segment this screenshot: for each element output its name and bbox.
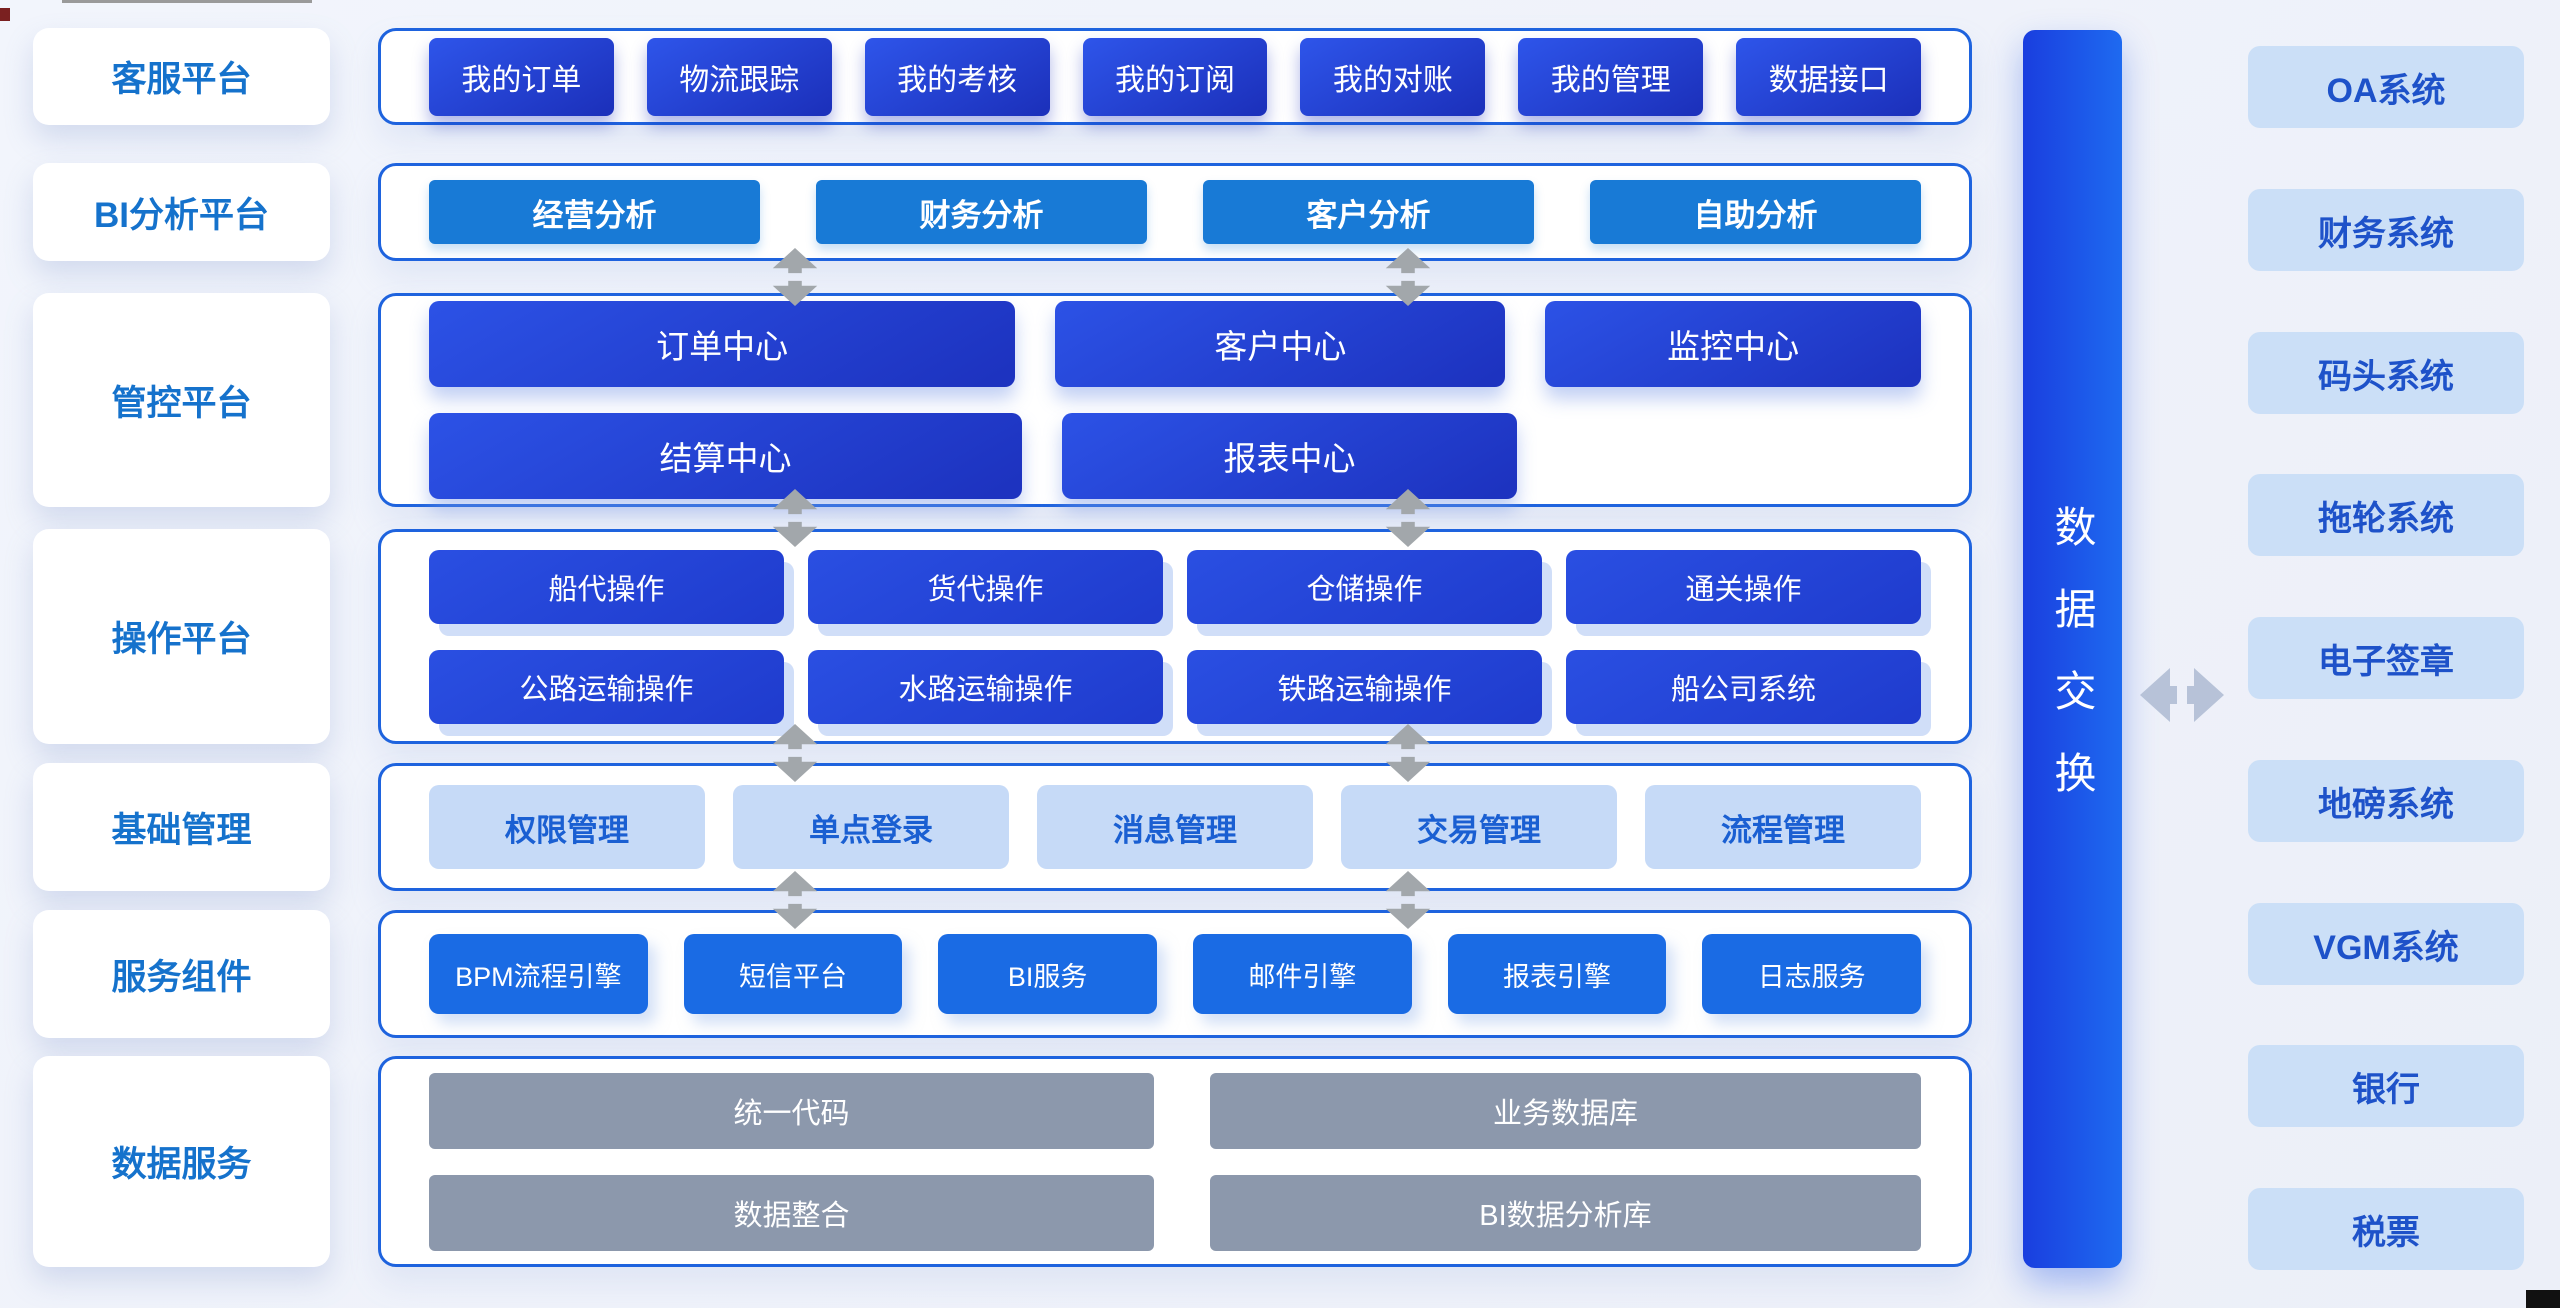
external-box-terminal-system: 码头系统 (2248, 332, 2524, 414)
box-freight-forwarding-ops: 货代操作 (808, 549, 1163, 624)
external-box-vgm-system: VGM系统 (2248, 903, 2524, 985)
vertical-double-arrow-icon (1384, 724, 1432, 782)
panel-data-service: 统一代码 业务数据库 数据整合 BI数据分析库 (378, 1056, 1972, 1267)
box-warehouse-ops: 仓储操作 (1187, 549, 1542, 624)
screen-artifact (0, 8, 10, 21)
box-customs-ops: 通关操作 (1566, 549, 1921, 624)
box-data-integration: 数据整合 (429, 1174, 1154, 1251)
box-ship-agency-ops: 船代操作 (429, 549, 784, 624)
box-business-database: 业务数据库 (1209, 1072, 1921, 1149)
sidebar-item-bi-analysis-platform: BI分析平台 (33, 163, 330, 261)
box-unified-code: 统一代码 (429, 1072, 1154, 1149)
data-exchange-bar: 数据交换 (2023, 30, 2122, 1268)
box-bi-service: BI服务 (938, 934, 1158, 1014)
box-bi-analysis-database: BI数据分析库 (1209, 1174, 1921, 1251)
box-report-engine: 报表引擎 (1447, 934, 1667, 1014)
external-box-e-signature: 电子签章 (2248, 617, 2524, 699)
box-mail-engine: 邮件引擎 (1193, 934, 1412, 1014)
sidebar-item-control-platform: 管控平台 (33, 293, 330, 507)
box-shipping-company-system: 船公司系统 (1566, 649, 1921, 724)
sidebar-item-service-components: 服务组件 (33, 910, 330, 1038)
external-box-tax-invoice: 税票 (2248, 1188, 2524, 1270)
box-customer-analysis: 客户分析 (1203, 180, 1534, 244)
box-log-service: 日志服务 (1702, 934, 1922, 1014)
panel-operation: 船代操作 货代操作 仓储操作 通关操作 公路运输操作 水路运输操作 铁路运输操作… (378, 529, 1972, 744)
sidebar-item-customer-service-platform: 客服平台 (33, 28, 330, 125)
box-rail-transport-ops: 铁路运输操作 (1187, 649, 1542, 724)
box-selfservice-analysis: 自助分析 (1590, 180, 1921, 244)
box-logistics-tracking: 物流跟踪 (646, 37, 832, 116)
external-box-finance-system: 财务系统 (2248, 189, 2524, 271)
box-settlement-center: 结算中心 (429, 413, 1022, 499)
box-process-mgmt: 流程管理 (1645, 785, 1921, 869)
box-single-sign-on: 单点登录 (733, 785, 1009, 869)
vertical-double-arrow-icon (1384, 248, 1432, 306)
panel-customer-service: 我的订单 物流跟踪 我的考核 我的订阅 我的对账 我的管理 数据接口 (378, 28, 1972, 125)
box-my-assessment: 我的考核 (864, 37, 1050, 116)
box-road-transport-ops: 公路运输操作 (429, 649, 784, 724)
external-box-oa-system: OA系统 (2248, 46, 2524, 128)
external-box-weighbridge-system: 地磅系统 (2248, 760, 2524, 842)
box-sms-platform: 短信平台 (683, 934, 903, 1014)
box-message-mgmt: 消息管理 (1037, 785, 1313, 869)
box-order-center: 订单中心 (429, 301, 1016, 387)
sidebar-item-data-service: 数据服务 (33, 1056, 330, 1267)
box-finance-analysis: 财务分析 (816, 180, 1147, 244)
panel-bi-analysis: 经营分析 财务分析 客户分析 自助分析 (378, 163, 1972, 261)
box-my-management: 我的管理 (1518, 37, 1704, 116)
box-permission-mgmt: 权限管理 (429, 785, 705, 869)
box-my-reconciliation: 我的对账 (1300, 37, 1486, 116)
box-water-transport-ops: 水路运输操作 (808, 649, 1163, 724)
vertical-double-arrow-icon (1384, 871, 1432, 929)
box-data-interface: 数据接口 (1736, 37, 1922, 116)
panel-basic-management: 权限管理 单点登录 消息管理 交易管理 流程管理 (378, 763, 1972, 891)
sidebar-item-basic-management: 基础管理 (33, 763, 330, 891)
external-box-tugboat-system: 拖轮系统 (2248, 474, 2524, 556)
panel-service-components: BPM流程引擎 短信平台 BI服务 邮件引擎 报表引擎 日志服务 (378, 910, 1972, 1038)
screen-artifact (62, 0, 312, 3)
vertical-double-arrow-icon (771, 724, 819, 782)
horizontal-double-arrow-icon (2140, 666, 2224, 724)
data-exchange-label: 数据交换 (2049, 505, 2096, 833)
box-transaction-mgmt: 交易管理 (1341, 785, 1617, 869)
vertical-double-arrow-icon (771, 489, 819, 547)
screen-artifact (2526, 1290, 2560, 1308)
vertical-double-arrow-icon (771, 248, 819, 306)
vertical-double-arrow-icon (1384, 489, 1432, 547)
box-my-orders: 我的订单 (429, 37, 614, 116)
external-box-bank: 银行 (2248, 1045, 2524, 1127)
box-business-analysis: 经营分析 (429, 180, 760, 244)
sidebar-item-operation-platform: 操作平台 (33, 529, 330, 744)
vertical-double-arrow-icon (771, 871, 819, 929)
box-my-subscription: 我的订阅 (1082, 37, 1268, 116)
panel-control: 订单中心 客户中心 监控中心 结算中心 报表中心 (378, 293, 1972, 507)
box-monitor-center: 监控中心 (1545, 301, 1922, 387)
box-customer-center: 客户中心 (1055, 301, 1506, 387)
box-report-center: 报表中心 (1062, 413, 1517, 499)
box-bpm-engine: BPM流程引擎 (429, 934, 648, 1014)
